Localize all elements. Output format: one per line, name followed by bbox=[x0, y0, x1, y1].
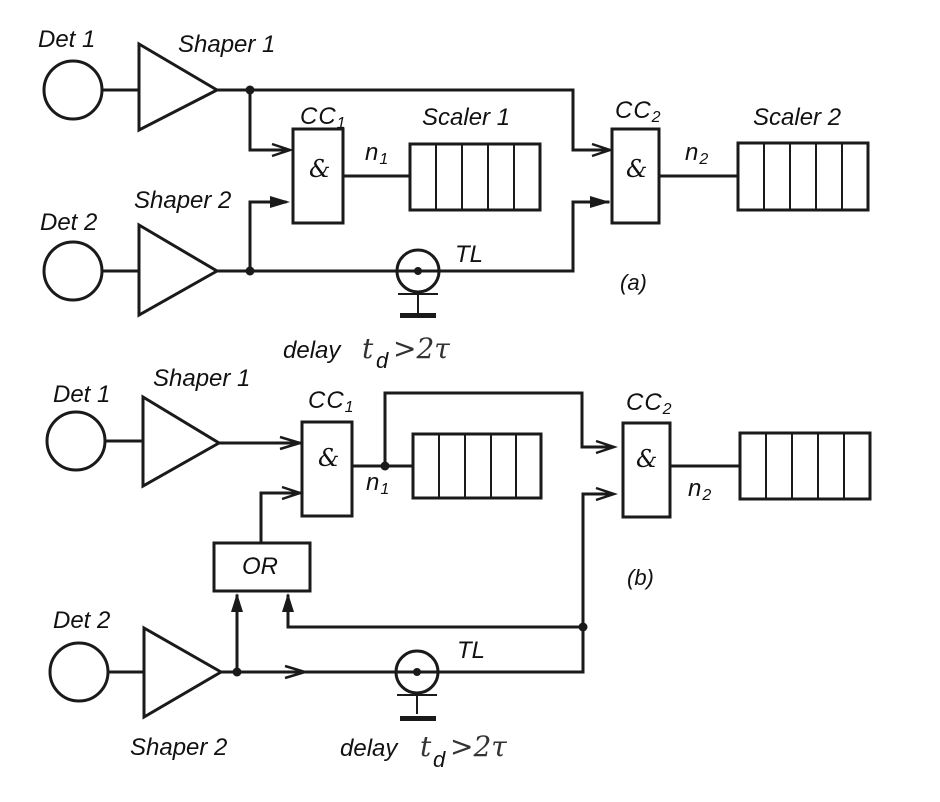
scaler-2-register bbox=[736, 141, 870, 212]
svg-text:d: d bbox=[376, 348, 389, 373]
tl-label: TL bbox=[455, 241, 483, 268]
svg-text:delay: delay bbox=[283, 337, 342, 364]
scaler-1-register bbox=[408, 142, 542, 212]
panel-b: Det 1 Shaper 1 CC1 & n1 OR Det bbox=[45, 365, 872, 772]
wire-shaper2-through-tl bbox=[219, 625, 585, 674]
shaper-2-amplifier-icon bbox=[142, 625, 224, 720]
svg-text:delay: delay bbox=[340, 735, 399, 762]
wire-shaper2-to-cc1 bbox=[248, 200, 287, 273]
wire-shaper1-to-cc1 bbox=[248, 88, 287, 152]
svg-text:>2τ: >2τ bbox=[450, 730, 507, 763]
arrow-icon bbox=[590, 196, 610, 208]
shaper-1-amplifier-icon bbox=[137, 41, 221, 133]
svg-text:d: d bbox=[433, 747, 446, 772]
and-symbol: & bbox=[636, 445, 657, 473]
and-symbol: & bbox=[318, 444, 339, 472]
scaler1-label: Scaler 1 bbox=[422, 104, 510, 131]
arrow-icon bbox=[271, 142, 294, 158]
det1-label: Det 1 bbox=[38, 26, 95, 53]
or-gate-label: OR bbox=[242, 553, 278, 580]
arrow-icon bbox=[279, 435, 305, 451]
shaper2-label: Shaper 2 bbox=[130, 734, 227, 761]
shaper2-label: Shaper 2 bbox=[134, 187, 231, 214]
shaper-2-amplifier-icon bbox=[137, 222, 221, 318]
cc2-label: CC2 bbox=[615, 97, 662, 126]
det2-label: Det 2 bbox=[53, 607, 110, 634]
svg-text:t: t bbox=[362, 332, 374, 365]
shaper1-label: Shaper 1 bbox=[153, 365, 250, 392]
arrow-icon bbox=[282, 593, 294, 612]
arrow-icon bbox=[231, 593, 243, 612]
wire-delayed-to-cc2 bbox=[581, 492, 614, 629]
n2-label: n2 bbox=[688, 475, 712, 504]
cc1-and-gate bbox=[300, 420, 354, 518]
panel-a: Det 1 Shaper 1 CC1 & n1 Scaler 1 Det 2 bbox=[38, 26, 870, 373]
detector-2-icon bbox=[42, 240, 104, 302]
or-gate bbox=[212, 541, 312, 593]
cc2-label: CC2 bbox=[626, 389, 673, 418]
wire-delayed-to-or bbox=[286, 594, 585, 629]
arrow-icon bbox=[591, 142, 614, 158]
n1-label: n1 bbox=[365, 139, 389, 168]
det1-label: Det 1 bbox=[53, 381, 110, 408]
shaper1-label: Shaper 1 bbox=[178, 31, 275, 58]
det2-label: Det 2 bbox=[40, 209, 97, 236]
arrow-icon bbox=[595, 439, 618, 455]
svg-text:t: t bbox=[420, 730, 432, 763]
scaler2-label: Scaler 2 bbox=[753, 104, 841, 131]
shaper-1-amplifier-icon bbox=[141, 394, 222, 489]
panel-a-caption: (a) bbox=[620, 270, 647, 295]
wire-n1-to-cc2 bbox=[383, 391, 614, 468]
arrow-icon bbox=[284, 664, 310, 680]
delay-line-coax-icon bbox=[395, 248, 441, 318]
detector-2-icon bbox=[48, 641, 110, 703]
and-symbol: & bbox=[309, 155, 330, 183]
detector-1-icon bbox=[45, 410, 107, 472]
detector-1-icon bbox=[42, 59, 104, 121]
cc1-label: CC1 bbox=[308, 387, 355, 416]
n2-label: n2 bbox=[685, 139, 709, 168]
wire-shaper2-to-cc2 bbox=[215, 200, 610, 273]
scaler-1-register bbox=[411, 432, 543, 500]
wire-shaper1-to-cc2 bbox=[215, 88, 610, 152]
tl-label: TL bbox=[457, 637, 485, 664]
arrow-icon bbox=[595, 486, 618, 502]
delay-line-coax-icon bbox=[394, 649, 440, 721]
cc2-and-gate bbox=[621, 421, 672, 519]
delay-formula: delay t d >2τ bbox=[283, 332, 450, 373]
and-symbol: & bbox=[626, 155, 647, 183]
arrow-icon bbox=[270, 196, 290, 208]
delay-formula: delay t d >2τ bbox=[340, 730, 507, 772]
cc1-label: CC1 bbox=[300, 103, 347, 132]
svg-text:>2τ: >2τ bbox=[393, 332, 450, 365]
wire-or-to-cc1 bbox=[259, 491, 302, 545]
scaler-2-register bbox=[738, 431, 872, 501]
panel-b-caption: (b) bbox=[627, 565, 654, 590]
arrow-icon bbox=[281, 485, 304, 501]
n1-label: n1 bbox=[366, 469, 390, 498]
